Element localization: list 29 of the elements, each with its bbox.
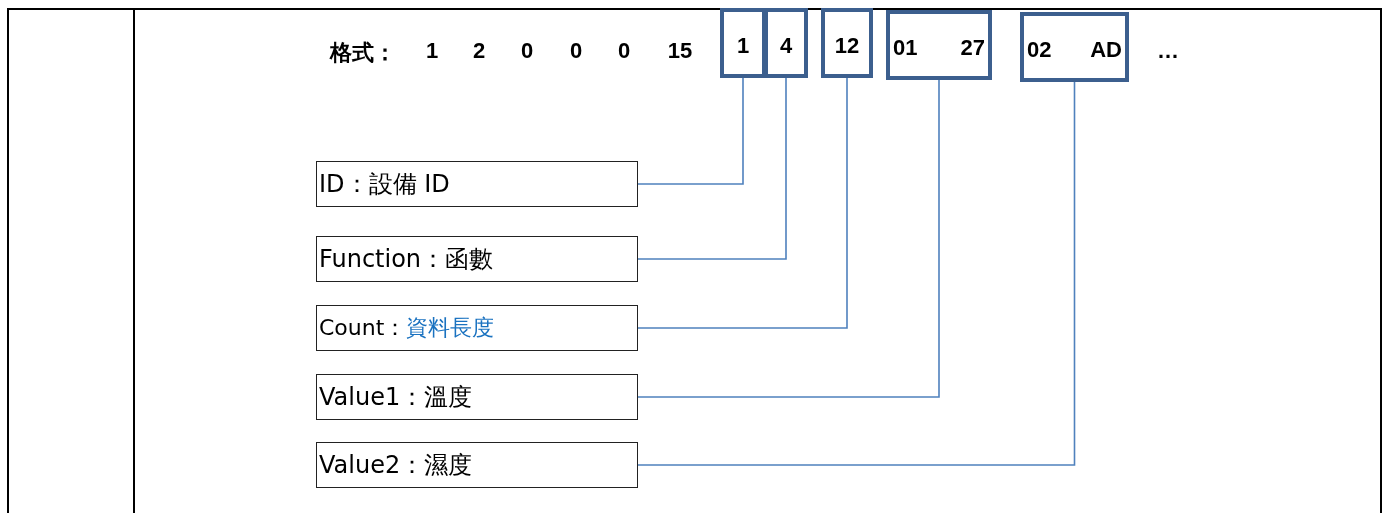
- highlight-box: 12: [821, 8, 873, 78]
- leader-line: [637, 77, 787, 260]
- field-box: Value1：溫度: [316, 374, 638, 420]
- leader-line: [637, 77, 744, 185]
- byte-value: 0: [617, 38, 631, 64]
- field-box: ID：設備 ID: [316, 161, 638, 207]
- byte-value: 0: [520, 38, 534, 64]
- ellipsis: …: [1157, 38, 1179, 64]
- byte-value: 27: [960, 35, 985, 61]
- leader-line: [637, 81, 1076, 466]
- field-box: Value2：濕度: [316, 442, 638, 488]
- leader-line: [637, 77, 848, 329]
- field-box: Function：函數: [316, 236, 638, 282]
- leader-line: [637, 79, 940, 398]
- byte-value: AD: [1090, 37, 1122, 63]
- highlight-box: 4: [764, 8, 808, 78]
- byte-value: 01: [893, 35, 918, 61]
- byte-value: 2: [472, 38, 486, 64]
- field-text: Count：: [319, 314, 407, 342]
- field-box: [316, 305, 638, 351]
- highlight-box: [886, 10, 992, 80]
- highlight-box: 1: [720, 8, 766, 78]
- byte-value: 1: [425, 38, 439, 64]
- highlight-box: [1020, 12, 1129, 82]
- byte-value: 15: [667, 38, 693, 64]
- byte-value: 02: [1027, 37, 1052, 63]
- format-label: 格式：: [330, 39, 396, 67]
- byte-value: 0: [569, 38, 583, 64]
- field-text: 資料長度: [406, 314, 495, 342]
